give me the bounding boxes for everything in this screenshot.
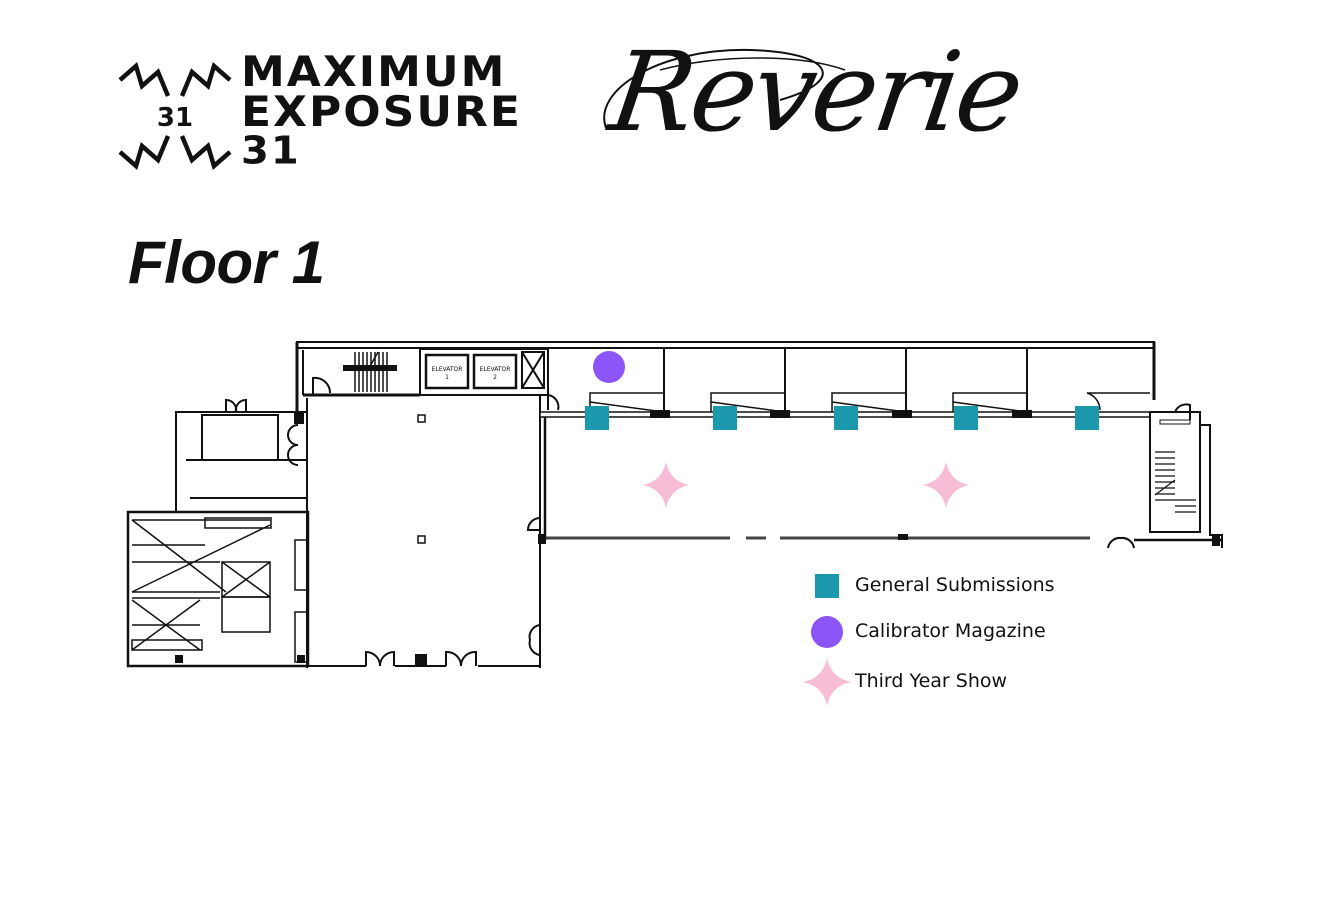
logo-mark-number: 31	[157, 103, 193, 133]
page-title: Floor 1	[128, 229, 325, 296]
four-point-star-icon	[803, 658, 851, 706]
logo-line-exposure: EXPOSURE	[241, 88, 522, 137]
elevator-2-number: 2	[493, 374, 497, 381]
general-submissions-markers	[585, 406, 1099, 430]
elevator-1-number: 1	[445, 374, 449, 381]
third-year-show-marker[interactable]	[643, 462, 689, 508]
maximum-exposure-wordmark: MAXIMUM EXPOSURE 31	[241, 52, 522, 172]
general-submissions-marker[interactable]	[713, 406, 737, 430]
legend-label: General Submissions	[855, 574, 1055, 596]
reverie-script-logo	[603, 48, 846, 129]
third-year-show-marker[interactable]	[923, 462, 969, 508]
general-submissions-marker[interactable]	[834, 406, 858, 430]
logo-line-maximum: MAXIMUM	[241, 48, 507, 97]
square-icon	[815, 574, 839, 598]
general-submissions-marker[interactable]	[1075, 406, 1099, 430]
legend-label: Calibrator Magazine	[855, 620, 1046, 642]
general-submissions-marker[interactable]	[954, 406, 978, 430]
elevator-2-label: ELEVATOR	[480, 366, 511, 373]
calibrator-magazine-marker[interactable]	[593, 351, 625, 383]
maximum-exposure-logo-mark: 31	[118, 62, 232, 170]
logo-line-31: 31	[241, 129, 301, 173]
general-submissions-marker[interactable]	[585, 406, 609, 430]
legend-label: Third Year Show	[855, 670, 1008, 692]
circle-icon	[811, 616, 843, 648]
elevator-1-label: ELEVATOR	[432, 366, 463, 373]
